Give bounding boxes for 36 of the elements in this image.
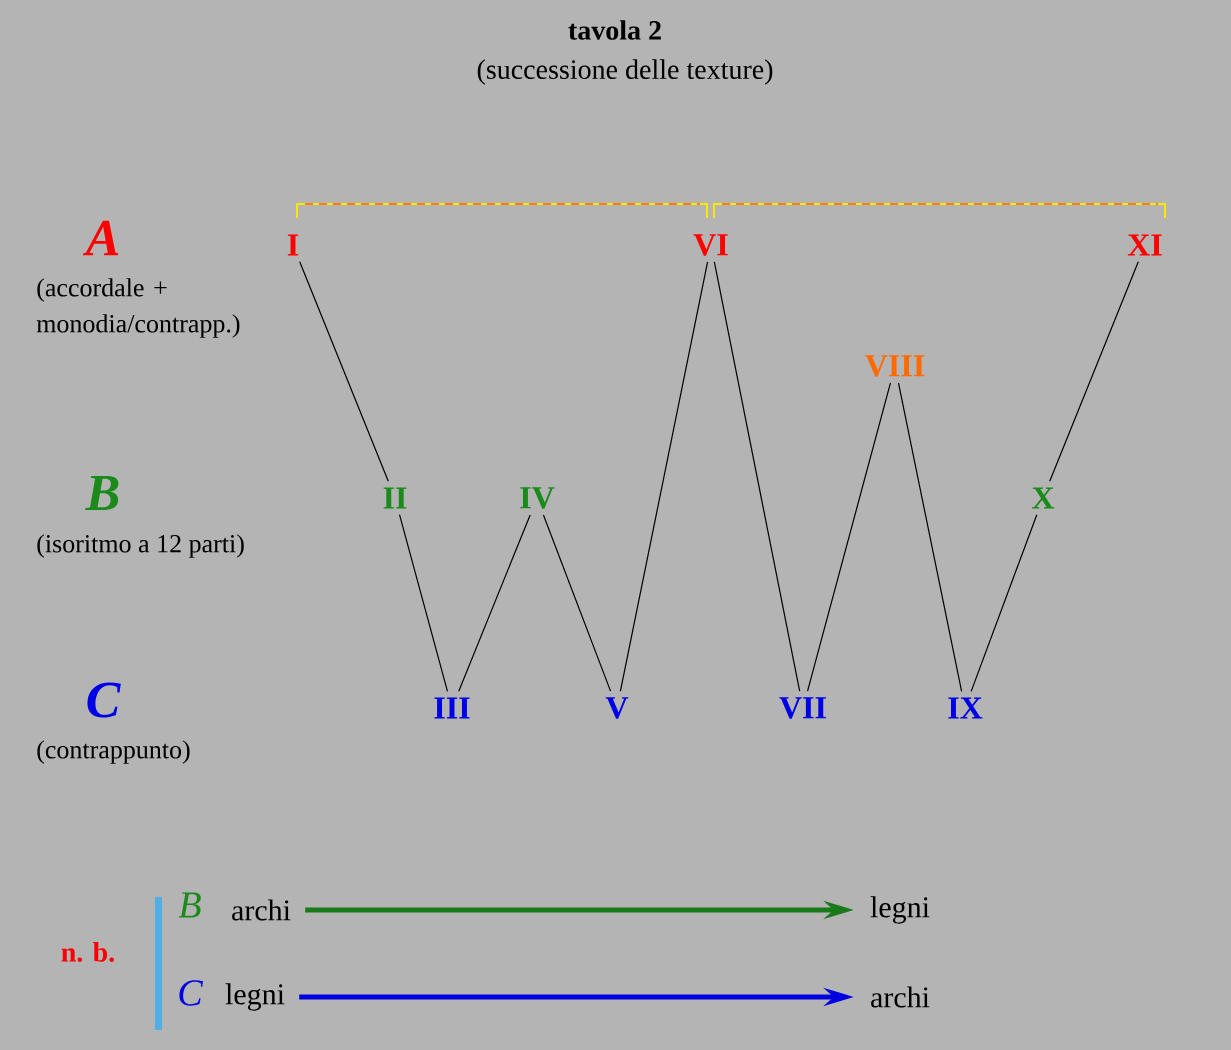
category-letter: C: [87, 682, 121, 718]
roman-numeral: III: [434, 697, 470, 719]
instrument-label: legni: [870, 896, 930, 924]
roman-numeral: VII: [779, 697, 826, 719]
subtitle: (successione delle texture): [477, 59, 773, 85]
instrument-label: archi: [871, 986, 930, 1008]
connector-line: [897, 382, 963, 692]
instrument-label: legni: [225, 983, 285, 1011]
connector-line: [1049, 261, 1139, 482]
roman-numeral: II: [383, 487, 407, 509]
category-letter: B: [178, 892, 201, 918]
note-mark: n. b.: [61, 942, 114, 962]
connector-line: [970, 514, 1038, 692]
roman-numeral: VIII: [865, 355, 925, 377]
roman-numeral: I: [287, 234, 299, 256]
roman-numeral: IV: [520, 487, 555, 509]
connector-line: [619, 261, 709, 692]
roman-numeral: X: [1032, 487, 1055, 509]
instrument-label: archi: [232, 899, 291, 921]
roman-numeral: XI: [1127, 234, 1162, 256]
category-description: (accordale + monodia/contrapp.): [36, 278, 240, 338]
connector-line: [542, 514, 612, 692]
category-description: (contrappunto): [37, 740, 190, 764]
category-letter: B: [85, 475, 119, 511]
title: tavola 2: [568, 20, 661, 40]
category-description: (isoritmo a 12 parti): [37, 534, 244, 558]
roman-numeral: V: [605, 697, 629, 719]
roman-numeral: VI: [693, 234, 728, 256]
roman-numeral: IX: [948, 697, 983, 719]
connector-line: [398, 514, 449, 692]
connector-line: [299, 261, 389, 482]
category-letter: C: [179, 980, 204, 1006]
category-letter: A: [82, 220, 119, 256]
connector-line: [458, 514, 531, 692]
connector-line: [713, 261, 801, 692]
connector-line: [806, 382, 892, 692]
